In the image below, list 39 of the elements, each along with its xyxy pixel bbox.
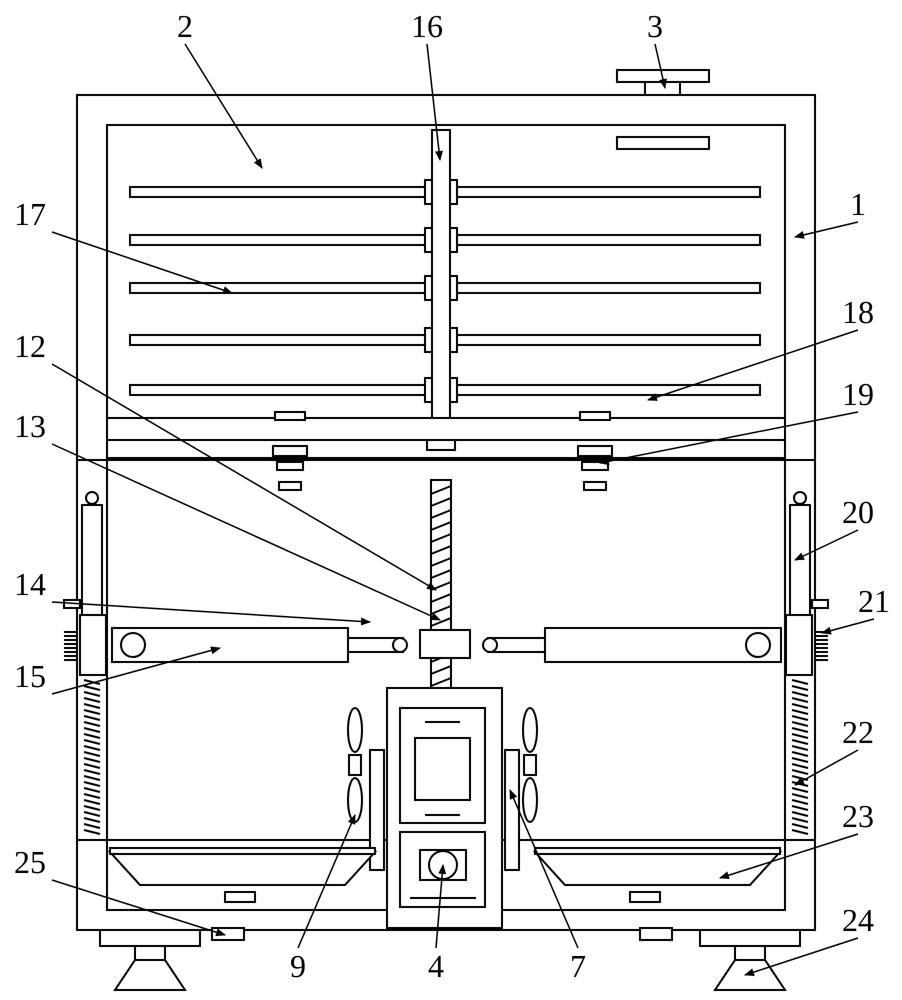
callout-number: 19 — [836, 378, 880, 410]
callout-number: 9 — [276, 950, 320, 982]
callout-number: 21 — [852, 585, 896, 617]
callout-number: 15 — [8, 660, 52, 692]
leader-line — [599, 411, 858, 466]
leader-line — [426, 44, 443, 161]
leader-line — [647, 329, 858, 401]
callout-number: 2 — [163, 10, 207, 42]
leader-line — [52, 231, 233, 294]
callout-number: 4 — [414, 950, 458, 982]
callout-number: 24 — [836, 904, 880, 936]
callout-number: 1 — [836, 188, 880, 220]
callout-number: 7 — [556, 950, 600, 982]
leader-line — [719, 833, 858, 880]
callout-number: 22 — [836, 716, 880, 748]
leader-line — [654, 44, 667, 89]
callout-number: 3 — [633, 10, 677, 42]
callout-number: 12 — [8, 330, 52, 362]
callout-number: 14 — [8, 568, 52, 600]
callout-number: 17 — [8, 198, 52, 230]
leader-line — [52, 363, 437, 591]
leader-line — [184, 44, 263, 169]
callout-number: 18 — [836, 296, 880, 328]
callout-number: 23 — [836, 800, 880, 832]
leader-line — [435, 864, 446, 948]
callout-number: 16 — [405, 10, 449, 42]
leader-line — [297, 814, 356, 948]
leader-line — [744, 937, 858, 976]
leader-line — [52, 443, 441, 621]
callout-number: 20 — [836, 496, 880, 528]
leader-line — [52, 646, 221, 695]
leader-line — [794, 529, 858, 561]
callout-number: 25 — [8, 846, 52, 878]
callout-number: 13 — [8, 410, 52, 442]
leader-line — [794, 749, 858, 786]
leader-line — [794, 221, 858, 239]
leader-line — [821, 618, 874, 635]
leader-line — [509, 789, 579, 948]
leader-line — [52, 879, 226, 936]
